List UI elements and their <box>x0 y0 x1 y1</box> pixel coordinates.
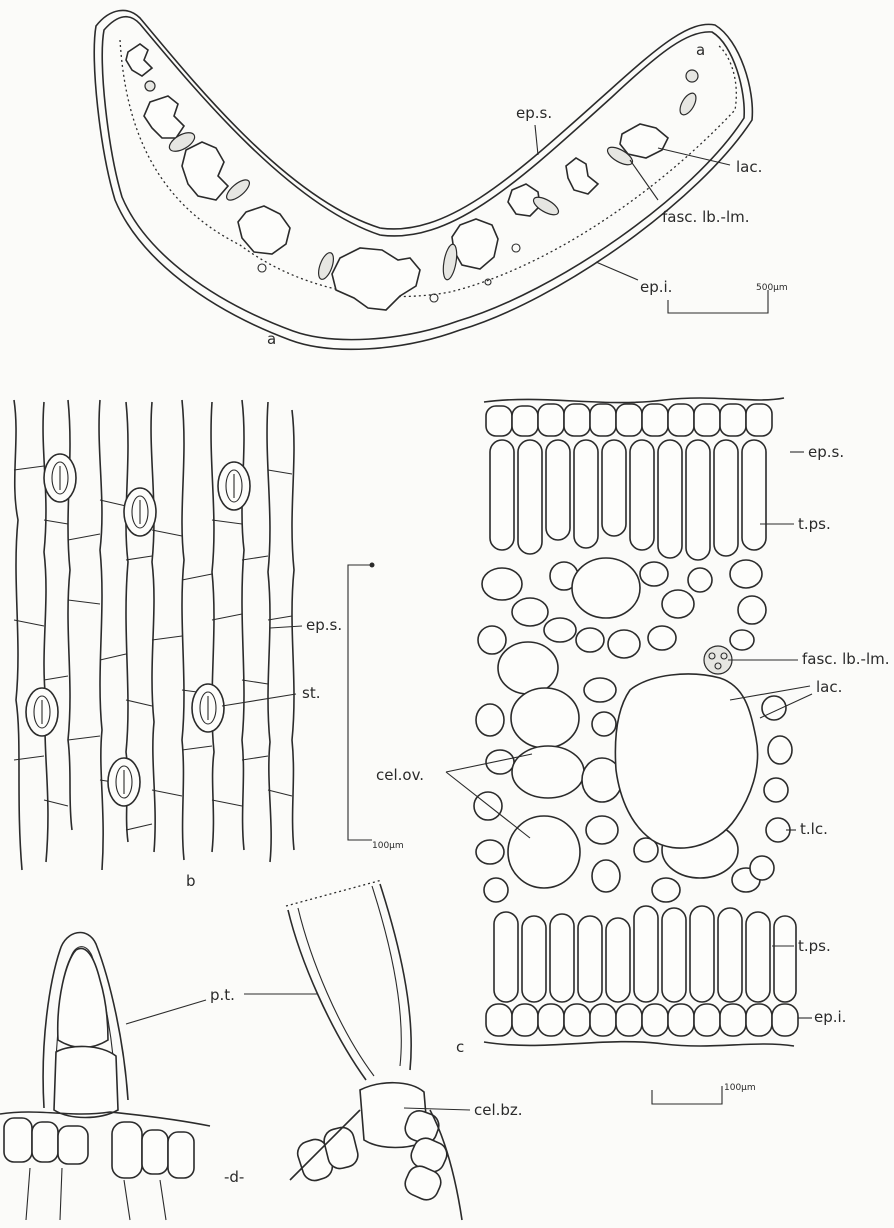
lacuna <box>182 142 228 200</box>
trichome-apical-cell <box>58 948 108 1047</box>
scale-text-a: 500µm <box>756 283 788 293</box>
vascular-bundle-c <box>704 646 732 674</box>
palisade-bottom <box>494 906 796 1002</box>
panel-label-b: b <box>186 872 196 890</box>
cell-wall <box>267 402 271 862</box>
lacuna <box>144 96 184 138</box>
vascular-bundle <box>677 91 699 118</box>
stoma <box>26 688 58 736</box>
scale-bar-b-tick <box>370 563 375 568</box>
trichome-basal-complex <box>295 1083 451 1204</box>
label-lac-a: lac. <box>736 158 762 176</box>
label-ep-i-c: ep.i. <box>814 1008 846 1026</box>
epidermis-cells-d-left <box>4 1118 194 1178</box>
scale-text-b: 100µm <box>372 841 404 851</box>
stoma <box>124 488 156 536</box>
stoma <box>192 684 224 732</box>
panel-a-cross-section: ep.s. lac. fasc. lb.-lm. ep.i. a 500µm a <box>94 10 787 349</box>
cell-wall <box>14 400 22 870</box>
label-t-ps-bottom: t.ps. <box>798 937 831 955</box>
panel-label-c: c <box>456 1038 464 1056</box>
lower-epidermis <box>486 1004 798 1036</box>
label-ep-s-b: ep.s. <box>306 616 342 634</box>
label-fasc-c: fasc. lb.-lm. <box>802 650 890 668</box>
panel-label-a: a <box>267 330 276 348</box>
panel-d-trichomes: -d- p.t. cel.bz. <box>0 880 523 1220</box>
corner-mark-a: a <box>696 41 705 59</box>
vascular-bundle <box>145 81 155 91</box>
leader-ep-s-b <box>270 626 302 628</box>
trichome-basal-cell <box>54 1046 118 1117</box>
vascular-bundle <box>223 176 252 203</box>
lacuna <box>452 219 498 269</box>
lacuna <box>238 206 290 254</box>
trichome-long-top-dashed <box>286 880 382 906</box>
lacuna <box>126 44 152 76</box>
scale-bar-c <box>652 1086 722 1104</box>
trichome-long-wall-left <box>288 910 366 1080</box>
scale-bar-a <box>668 290 768 313</box>
stoma <box>44 454 76 502</box>
panel-b-epidermis-surface: ep.s. st. 100µm b <box>14 400 404 890</box>
lower-cuticle <box>484 1042 794 1046</box>
lacuna-c <box>615 674 757 848</box>
leader-st <box>222 694 296 706</box>
label-fasc-a: fasc. lb.-lm. <box>662 208 750 226</box>
stoma <box>108 758 140 806</box>
label-cel-bz: cel.bz. <box>474 1101 523 1119</box>
label-t-lc: t.lc. <box>800 820 828 838</box>
stoma <box>218 462 250 510</box>
label-lac-c: lac. <box>816 678 842 696</box>
trichome-long-wall-right-inner <box>372 886 401 1066</box>
label-t-ps-top: t.ps. <box>798 515 831 533</box>
vascular-bundle <box>512 244 520 252</box>
cell-wall <box>182 400 184 860</box>
label-part-d: -d- <box>224 1168 244 1186</box>
label-cel-ov: cel.ov. <box>376 766 424 784</box>
label-ep-i-a: ep.i. <box>640 278 672 296</box>
vascular-bundle <box>686 70 698 82</box>
vascular-bundle <box>441 243 459 281</box>
leader-ep-s <box>535 125 538 155</box>
trichome-long-wall-left-inner <box>298 908 374 1076</box>
lacuna <box>566 158 598 194</box>
panel-c-mesophyll-section: ep.s. t.ps. fasc. lb.-lm. lac. cel.ov. t… <box>376 398 890 1104</box>
cell-wall <box>211 402 214 852</box>
lacuna <box>332 248 420 310</box>
tissue-lines-d-left <box>26 1168 166 1220</box>
label-ep-s-a: ep.s. <box>516 104 552 122</box>
vascular-bundle <box>258 264 266 272</box>
leader-p-t-1 <box>126 1000 206 1024</box>
scale-bar-b <box>348 565 372 840</box>
cell-wall <box>292 410 294 850</box>
leader-ep-i <box>596 262 638 280</box>
cell-wall <box>99 400 103 870</box>
vascular-bundle <box>430 294 438 302</box>
label-ep-s-c: ep.s. <box>808 443 844 461</box>
palisade-top <box>490 440 766 560</box>
cell-wall <box>151 402 155 852</box>
lacuna <box>620 124 668 158</box>
upper-epidermis <box>486 404 772 436</box>
scale-text-c: 100µm <box>724 1083 756 1093</box>
label-p-t: p.t. <box>210 986 235 1004</box>
leader-fasc <box>630 160 658 200</box>
upper-cuticle <box>484 398 784 403</box>
label-st: st. <box>302 684 320 702</box>
